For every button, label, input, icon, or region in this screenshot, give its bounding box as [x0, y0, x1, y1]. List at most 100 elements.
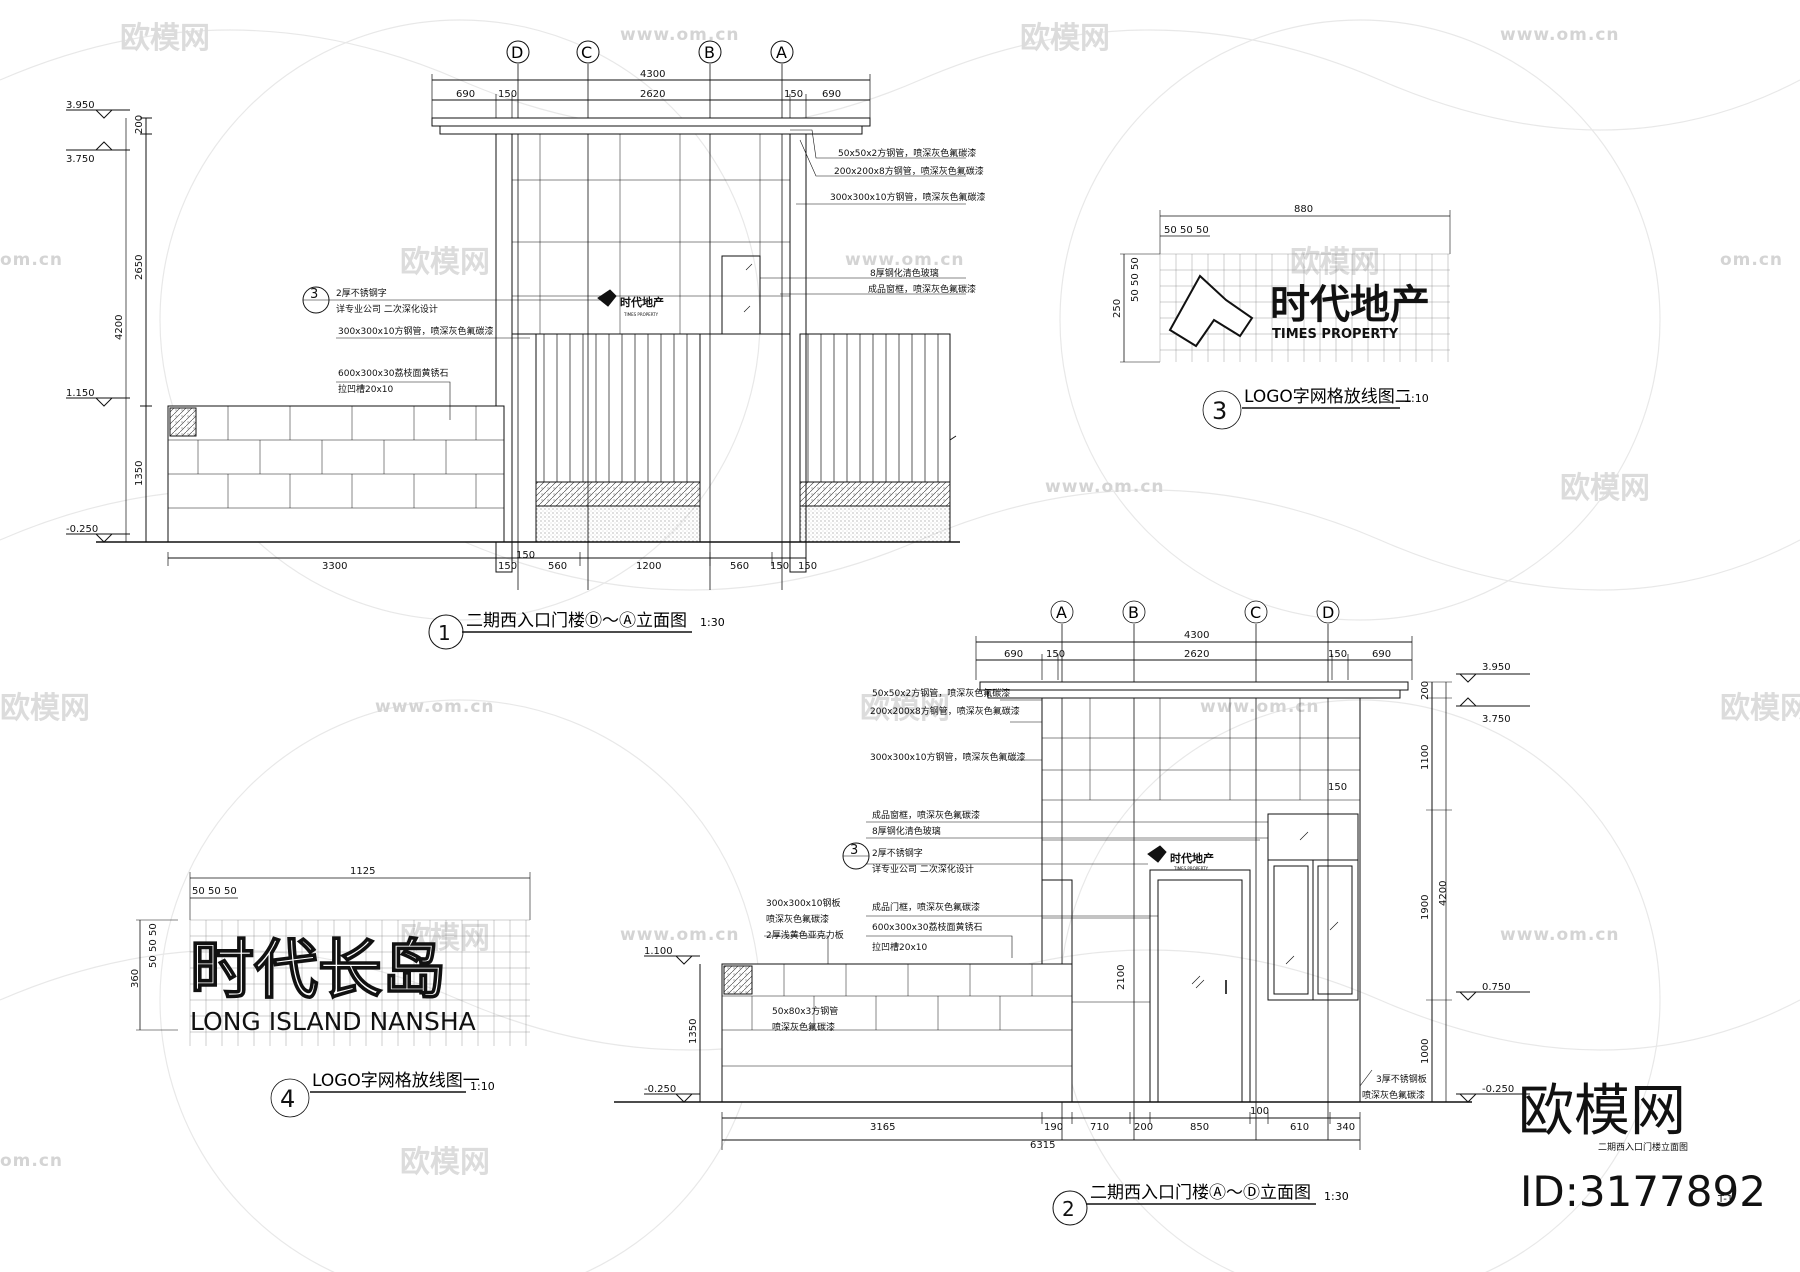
logo-cn-text: 时代地产 — [1170, 851, 1214, 865]
dim-side: 50 — [1130, 289, 1141, 302]
level-label: 0.750 — [1482, 982, 1511, 993]
dim-bottom: 150 — [798, 561, 817, 572]
dim-top: 2620 — [1184, 649, 1209, 660]
logo-en-text: LONG ISLAND NANSHA — [190, 1007, 476, 1036]
dim-top-total: 4300 — [1184, 630, 1209, 641]
dim-height: 360 — [130, 969, 141, 988]
dim-door-height: 2100 — [1116, 965, 1127, 990]
dim-top: 690 — [1004, 649, 1023, 660]
dim-grid: 50 — [224, 886, 237, 897]
dim-top: 150 — [1328, 649, 1347, 660]
dim-left: 4200 — [114, 315, 125, 340]
level-label: -0.250 — [644, 1084, 676, 1095]
watermark-brand: 欧模网 — [400, 245, 490, 280]
dim-grid: 50 — [192, 886, 205, 897]
note: 3厚不锈钢板 — [1376, 1073, 1427, 1085]
level-label: 1.100 — [644, 946, 673, 957]
drawing-title: LOGO字网格放线图一 — [312, 1071, 480, 1091]
logo-cn-text: 时代地产 — [1270, 282, 1430, 328]
watermark-layer: 欧模网 欧模网 www.om.cn www.om.cn 欧模网 欧模网 om.c… — [0, 19, 1800, 1272]
note: 50x50x2方钢管，喷深灰色氟碳漆 — [872, 687, 1010, 699]
dim-top: 690 — [822, 89, 841, 100]
watermark-brand: 欧模网 — [120, 21, 210, 56]
note: 600x300x30荔枝面黄锈石 — [872, 921, 982, 933]
dim-side: 50 — [148, 923, 159, 936]
note: 2厚不锈钢字 — [336, 287, 387, 299]
note: 600x300x30荔枝面黄锈石 — [338, 367, 448, 379]
dim-grid: 50 — [1196, 225, 1209, 236]
dim-bottom: 190 — [1044, 1122, 1063, 1133]
elevation-d-to-a: D C B A 4300 690 150 2620 150 690 — [66, 40, 985, 650]
dim-bottom: 200 — [1134, 1122, 1153, 1133]
axis-b-label: B — [1128, 603, 1139, 622]
note: 8厚钢化清色玻璃 — [872, 825, 941, 837]
note: 详专业公司 二次深化设计 — [872, 863, 974, 875]
callout-number: 3 — [850, 843, 858, 858]
logo-en-text: TIMES PROPERTY — [1272, 327, 1399, 342]
watermark-brand: 欧模网 — [1290, 245, 1380, 280]
times-logo-small — [597, 289, 617, 307]
dim-bottom: 710 — [1090, 1122, 1109, 1133]
watermark-brand: 欧模网 — [1560, 471, 1650, 506]
dim-grid: 50 — [1164, 225, 1177, 236]
page-number: T-1 — [1717, 1194, 1733, 1205]
dim-width: 880 — [1294, 204, 1313, 215]
dim-bottom: 150 — [498, 561, 517, 572]
level-label: 3.750 — [1482, 714, 1511, 725]
note: 成品门框，喷深灰色氟碳漆 — [872, 901, 980, 913]
dim-right-total: 4200 — [1438, 881, 1449, 906]
dim-bottom: 610 — [1290, 1122, 1309, 1133]
note: 200x200x8方钢管，喷深灰色氟碳漆 — [870, 705, 1020, 717]
axis-c-label: C — [581, 43, 592, 62]
drawing-scale: 1:10 — [470, 1080, 495, 1093]
dim-bottom: 3300 — [322, 561, 347, 572]
dim-left-height: 1350 — [688, 1019, 699, 1044]
dim-top: 150 — [498, 89, 517, 100]
note: 300x300x10方钢管，喷深灰色氟碳漆 — [830, 191, 985, 203]
note: 50x80x3方钢管 — [772, 1005, 838, 1017]
watermark-site: www.om.cn — [620, 925, 740, 945]
note: 2厚浅黄色亚克力板 — [766, 929, 844, 941]
logo-cn-text: 时代地产 — [620, 295, 664, 309]
drawing-number: 3 — [1212, 397, 1227, 425]
drawing-scale: 1:30 — [700, 616, 725, 629]
dim-right-extra: 150 — [1328, 782, 1347, 793]
watermark-site: www.om.cn — [1500, 25, 1620, 45]
dim-width: 1125 — [350, 866, 375, 877]
dim-top: 150 — [784, 89, 803, 100]
logo-en-text: TIMES PROPERTY — [623, 312, 659, 317]
note: 300x300x10钢板 — [766, 897, 840, 909]
axis-a-label: A — [1056, 603, 1067, 622]
level-markers — [644, 673, 1530, 1103]
level-markers — [66, 109, 130, 543]
logo-grid-detail-two: 880 50 50 50 250 50 50 50 时代地产 TIMES PRO… — [1112, 204, 1451, 430]
watermark-site: www.om.cn — [620, 25, 740, 45]
note: 拉凹槽20x10 — [338, 383, 394, 395]
dim-top: 150 — [1046, 649, 1065, 660]
level-label: 3.950 — [1482, 662, 1511, 673]
dim-top: 690 — [1372, 649, 1391, 660]
logo-cn-text: 时代长岛 — [190, 934, 446, 1008]
watermark-brand: 欧模网 — [1720, 691, 1800, 726]
dim-right: 1900 — [1420, 895, 1431, 920]
level-label: 1.150 — [66, 388, 95, 399]
note: 喷深灰色氟碳漆 — [1362, 1089, 1425, 1101]
dim-bottom: 560 — [548, 561, 567, 572]
watermark-site: om.cn — [0, 1151, 63, 1171]
setting-out-grid — [189, 919, 530, 1046]
logo-grid-detail-one: 1125 50 50 50 360 50 50 50 时代长岛 LONG ISL… — [130, 866, 531, 1118]
drawing-number: 1 — [438, 621, 451, 645]
dim-height: 250 — [1112, 299, 1123, 318]
elevation-a-to-d: A B C D 4300 690 150 2620 150 690 — [614, 600, 1688, 1226]
note: 成品窗框，喷深灰色氟碳漆 — [872, 809, 980, 821]
axis-d-label: D — [511, 43, 523, 62]
dim-bottom: 560 — [730, 561, 749, 572]
dim-right: 1000 — [1420, 1039, 1431, 1064]
axis-labels — [506, 40, 794, 590]
watermark-site: www.om.cn — [845, 250, 965, 270]
dim-grid: 50 — [208, 886, 221, 897]
callout-number: 3 — [310, 287, 318, 302]
level-label: 3.750 — [66, 154, 95, 165]
note: 50x50x2方钢管，喷深灰色氟碳漆 — [838, 147, 976, 159]
